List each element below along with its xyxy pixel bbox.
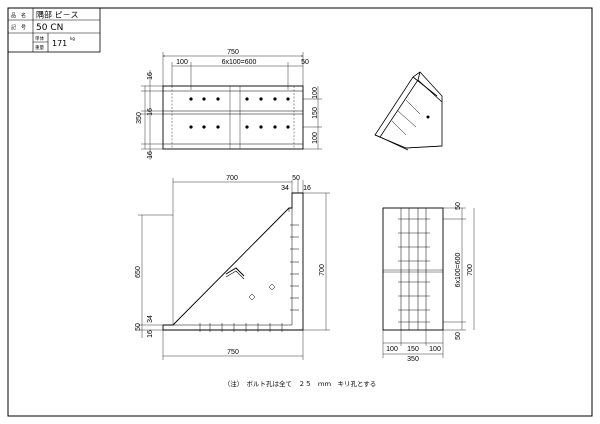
title-row1-label: 品 名 (11, 12, 26, 19)
title-block: 品 名 隅部 ピ－ス 記 号 50 CN 単体 重量 171 kg (7, 7, 101, 53)
weight-label-a: 単体 (35, 35, 44, 42)
front-left-50: 50 (135, 323, 142, 331)
plan-view (162, 85, 304, 150)
front-left-16: 16 (147, 330, 154, 338)
part-code: 50 CN (36, 23, 63, 33)
front-view (162, 192, 304, 331)
plan-view-bolt-holes (189, 97, 290, 129)
plan-thickness-bottom: 16 (147, 151, 154, 159)
front-left-34: 34 (147, 315, 154, 323)
side-bottom-50: 50 (455, 332, 462, 340)
drawing-note: （注） ボルト孔は全て ２５ ｍｍ キリ孔とする (224, 379, 377, 388)
plan-right-mid: 150 (312, 107, 319, 119)
front-view-holes (199, 224, 299, 332)
plan-overall-width: 750 (227, 49, 239, 56)
side-overall-height: 700 (467, 264, 474, 276)
side-view (382, 207, 444, 331)
weight-unit: kg (70, 36, 75, 41)
isometric-hole (426, 115, 430, 119)
plan-right-top: 100 (312, 87, 319, 99)
front-right-height: 700 (319, 264, 326, 276)
side-top-50: 50 (455, 202, 462, 210)
part-name: 隅部 ピ－ス (36, 10, 79, 20)
plan-edge-left: 100 (176, 59, 188, 66)
side-b-left: 100 (386, 346, 398, 353)
title-row2-label: 記 号 (11, 24, 26, 31)
front-left-height: 650 (135, 266, 142, 278)
front-top-width: 700 (226, 175, 238, 182)
front-flange-34: 34 (281, 185, 289, 192)
plan-thickness-mid: 16 (147, 108, 154, 116)
drawing-border (7, 7, 593, 417)
side-b-right: 100 (429, 346, 441, 353)
weight-value: 171 (52, 39, 67, 48)
front-flange-16: 16 (303, 185, 311, 192)
front-flange-50: 50 (292, 175, 300, 182)
side-view-holes (398, 218, 430, 323)
side-bolt-spacing: 6x100=600 (455, 252, 462, 287)
weight-label-b: 重量 (35, 44, 44, 51)
front-bottom-width: 750 (227, 349, 239, 356)
plan-bolt-spacing: 6x100=600 (222, 59, 257, 66)
plan-right-bottom: 100 (312, 132, 319, 144)
side-overall-width: 350 (407, 356, 419, 363)
plan-thickness-top: 16 (147, 72, 154, 80)
plan-overall-height: 350 (136, 112, 143, 124)
isometric-view (374, 71, 443, 151)
plan-edge-right: 50 (301, 59, 309, 66)
side-b-mid: 150 (407, 346, 419, 353)
